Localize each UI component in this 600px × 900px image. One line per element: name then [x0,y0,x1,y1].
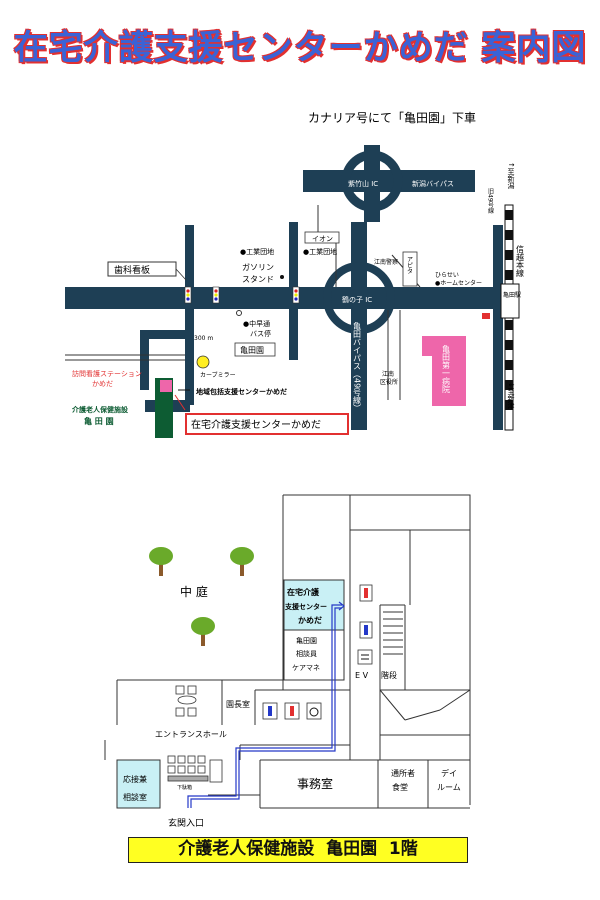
hiraseiho-label-2: ●ホームセンター [435,279,482,287]
bus-stop-label-1: ●中早通 [243,319,270,328]
konan-office-label-2: 区役所 [380,378,398,386]
apita-label: アピタ [406,256,413,274]
kamenoko-ic-loop [323,262,395,334]
zaitaku-label-3: かめだ [298,616,322,625]
curve-mirror-label: カーブミラー [200,371,236,379]
accessible-toilet-icon [306,702,322,720]
aeon-label: イオン [312,235,333,243]
industrial-park-2: ●工業団地 [303,247,337,256]
old-route-road [493,225,503,430]
kamenoko-ic-label: 鶴の子 IC [342,295,372,304]
dayroom-label-1: デイ [441,768,457,778]
gas-station-label-1: ガソリン [242,262,274,272]
houmon-station-marker [160,380,172,392]
hiraseiho-label-1: ひらせい [435,272,459,279]
houmon-label-1: 訪問看護ステーション [72,369,142,378]
bus-stop-label-2: バス停 [250,329,271,338]
reception-label-2: 相談室 [123,792,147,802]
chiiki-center-label: 地域包括支援センターかめだ [196,387,287,396]
soudan-room [283,629,345,681]
toilet-icon [262,584,373,720]
reception-room [116,759,161,809]
rojin-label-1: 介護老人保健施設 [71,405,129,414]
curve-mirror-icon [196,355,210,369]
traffic-light-icon [184,286,300,304]
hospital-label: 亀田第一病院 [442,344,451,394]
route-path [187,601,345,808]
rojin-label-2: 亀 田 園 [84,416,114,426]
stairs-label: 階段 [381,670,397,680]
director-room-label: 園長室 [226,699,250,709]
to-niitsu-label: ↓至新津 [507,382,515,410]
police-label: 江南警察 [374,258,398,266]
railway [500,204,520,431]
shoe-box-label: 下駄箱 [177,784,192,791]
area-map: カナリア号にて「亀田園」下車 [65,111,525,438]
courtyard-label: 中 庭 [180,584,208,599]
office-label: 事務室 [297,776,333,791]
old-route-label: 旧49号線 [487,188,494,214]
reception-label-1: 応接兼 [123,774,147,784]
shinetsu-line-label: 信越本線 [516,244,525,277]
cafeteria-label-1: 通所者 [391,768,415,778]
soudan-label-3: ケアマネ [292,664,320,672]
callout-label: 在宅介護支援センターかめだ [191,418,321,431]
niigata-bypass-label: 新潟バイパス [412,179,454,188]
callout-box [185,413,349,435]
shichiku-ic-ramp [364,145,380,222]
shichiku-ic-label: 紫竹山 IC [348,179,378,188]
bus-note: カナリア号にて「亀田園」下車 [308,111,476,125]
entrance-label: 玄関入口 [168,817,204,829]
zaitaku-label-1: 在宅介護 [287,587,320,597]
kameda-bypass-label: 亀田バイパス（49号線） [353,321,362,412]
access-road [185,309,194,405]
kameda-station-box [500,283,520,319]
furniture-icon [167,685,223,783]
kameda-station-label: 亀田駅 [503,291,521,299]
gas-station-label-2: スタンド [242,275,274,284]
ev-label: E V [355,671,369,680]
houmon-label-2: かめだ [92,380,113,388]
side-road [140,330,190,339]
konan-office-label-1: 江南 [382,370,394,378]
page-title: 在宅介護支援センターかめだ 案内図 [13,28,587,68]
kameda-en-label: 亀田園 [240,345,264,355]
cafeteria-label-2: 食堂 [392,782,408,792]
facility-building [155,378,173,438]
tree-icon [149,547,254,646]
industrial-park-1: ●工業団地 [240,247,274,256]
elevator-icon [357,649,373,665]
distance-label: 300 m [194,335,213,342]
soudan-label-2: 相談員 [296,649,317,658]
road-left [185,225,194,310]
zaitaku-label-2: 支援センター [284,602,327,611]
soudan-label-1: 亀田園 [296,636,317,645]
entrance-hall-label: エントランスホール [155,730,227,739]
floor-title-bar: 介護老人保健施設 亀田園 1階 [128,837,468,863]
to-niigata-label: ↑至新潟 [507,162,515,190]
dental-sign-label: 歯科看板 [114,264,150,276]
dayroom-label-2: ルーム [437,783,461,792]
main-road [65,287,505,309]
